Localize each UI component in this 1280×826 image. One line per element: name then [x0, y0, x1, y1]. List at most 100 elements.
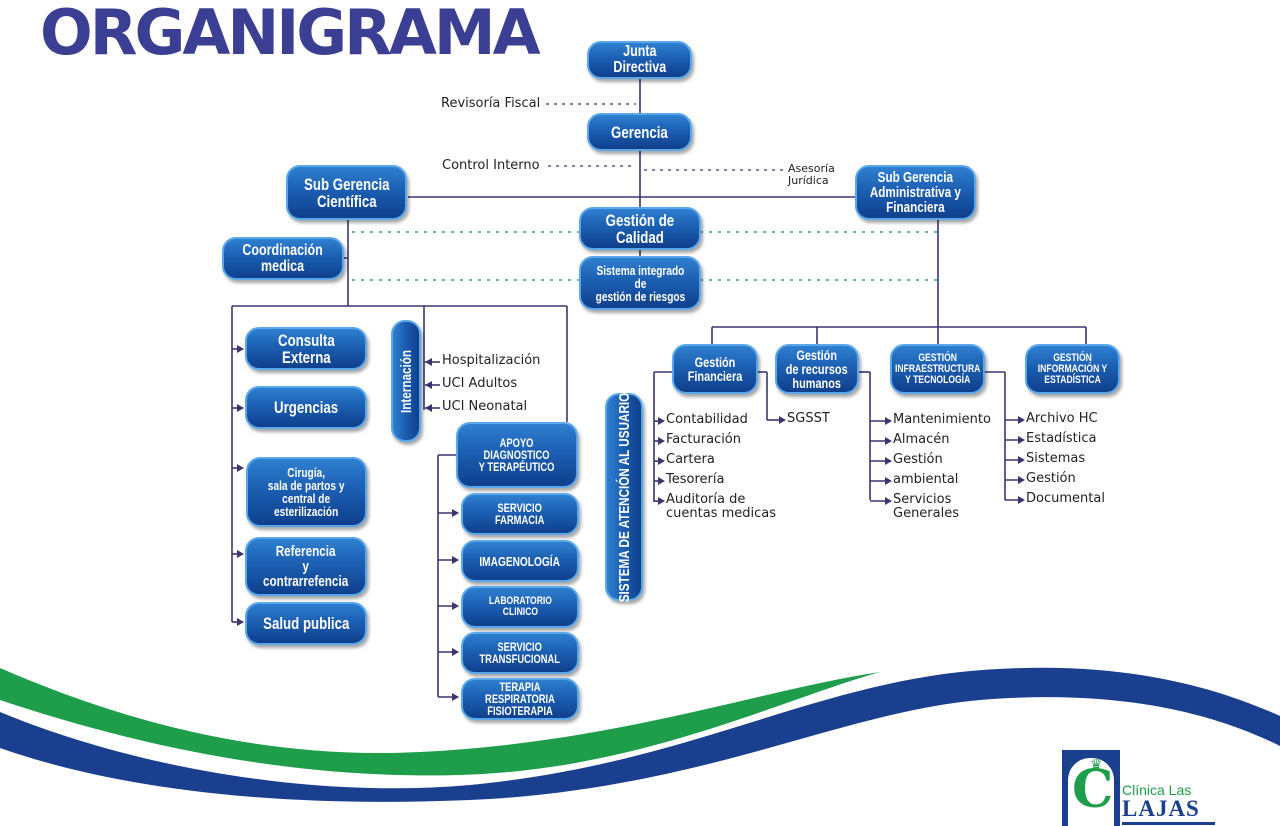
internacion-box[interactable]: Internación: [391, 320, 421, 442]
consulta-externa-box[interactable]: Consulta Externa: [245, 327, 367, 370]
green-wave: [0, 668, 880, 776]
arrow-right-icon: [658, 497, 665, 505]
arrow-right-icon: [237, 464, 244, 472]
coordinacion-medica-label: Coordinación medica: [242, 241, 324, 275]
arrow-right-icon: [885, 457, 892, 465]
arrow-right-icon: [885, 477, 892, 485]
infraestructura-item: Almacén: [893, 432, 950, 447]
cirugia-label: Cirugía, sala de partos y central de est…: [268, 465, 345, 519]
urgencias-label: Urgencias: [273, 398, 339, 417]
apoyo-diagnostico-label: APOYO DIAGNOSTICO Y TERAPÉUTICO: [479, 436, 555, 474]
financiera-item: Facturación: [666, 432, 741, 447]
arrow-right-icon: [452, 556, 459, 564]
internacion-label: Internación: [397, 349, 415, 413]
infraestructura-item: Servicios Generales: [893, 492, 960, 521]
referencia-box[interactable]: Referencia y contrarrefencia: [245, 537, 367, 596]
page-title: ORGANIGRAMA: [40, 0, 541, 69]
informacion-item: Archivo HC: [1026, 411, 1098, 426]
gestion-financiera-label: Gestión Financiera: [687, 354, 743, 384]
arrow-right-icon: [1018, 476, 1025, 484]
arrow-right-icon: [658, 437, 665, 445]
salud-publica-label: Salud publica: [262, 614, 350, 633]
gestion-recursos-humanos-label: Gestión de recursos humanos: [786, 347, 848, 391]
arrow-right-icon: [658, 477, 665, 485]
informacion-item: Estadística: [1026, 431, 1097, 446]
arrow-right-icon: [237, 404, 244, 412]
laboratorio-clinico-label: LABORATORIO CLINICO: [488, 595, 552, 618]
sistema-riesgos-box[interactable]: Sistema integrado de gestión de riesgos: [579, 256, 701, 310]
arrow-right-icon: [885, 417, 892, 425]
servicio-transfusional-box[interactable]: SERVICIO TRANSFUCIONAL: [461, 632, 579, 674]
arrow-right-icon: [1018, 436, 1025, 444]
arrow-right-icon: [452, 602, 459, 610]
financiera-item: Tesorería: [666, 472, 725, 487]
arrow-right-icon: [452, 509, 459, 517]
salud-publica-box[interactable]: Salud publica: [245, 602, 367, 645]
gestion-financiera-box[interactable]: Gestión Financiera: [672, 344, 758, 394]
arrow-right-icon: [237, 618, 244, 626]
gestion-calidad-box[interactable]: Gestión de Calidad: [579, 207, 701, 250]
gestion-infraestructura-label: GESTIÓN INFRAESTRUCTURA Y TECNOLOGÍA: [894, 351, 981, 386]
infraestructura-item: ambiental: [893, 472, 959, 487]
rrhh-item: SGSST: [787, 411, 830, 426]
apoyo-diagnostico-box[interactable]: APOYO DIAGNOSTICO Y TERAPÉUTICO: [456, 422, 578, 488]
urgencias-box[interactable]: Urgencias: [245, 386, 367, 429]
arrow-right-icon: [237, 345, 244, 353]
servicio-farmacia-box[interactable]: SERVICIO FARMACIA: [461, 493, 579, 535]
arrow-right-icon: [452, 648, 459, 656]
gerencia-box[interactable]: Gerencia: [587, 113, 692, 151]
financiera-item: Auditoría de cuentas medicas: [666, 492, 777, 521]
internacion-item: Hospitalización: [442, 353, 541, 368]
arrow-right-icon: [658, 457, 665, 465]
cirugia-box[interactable]: Cirugía, sala de partos y central de est…: [246, 457, 367, 527]
sub-gerencia-cientifica-box[interactable]: Sub Gerencia Científica: [286, 165, 407, 220]
internacion-item: UCI Neonatal: [442, 399, 528, 414]
logo-underline: [1122, 822, 1215, 825]
gestion-informacion-box[interactable]: GESTIÓN INFORMACIÓN Y ESTADÍSTICA: [1025, 344, 1120, 394]
consulta-externa-label: Consulta Externa: [277, 330, 335, 367]
referencia-label: Referencia y contrarrefencia: [263, 543, 349, 590]
financiera-item: Contabilidad: [666, 412, 748, 427]
junta-directiva-label: Junta Directiva: [613, 43, 666, 76]
sistema-atencion-usuario-box[interactable]: SISTEMA DE ATENCIÓN AL USUARIO: [605, 392, 643, 602]
revisoria-fiscal-label: Revisoría Fiscal: [441, 96, 541, 111]
logo-text-line1: Clínica Las: [1122, 782, 1192, 798]
imagenologia-box[interactable]: IMAGENOLOGÍA: [461, 540, 579, 582]
coordinacion-medica-box[interactable]: Coordinación medica: [222, 237, 344, 280]
arrow-right-icon: [779, 416, 786, 424]
crown-icon: ♛: [1090, 756, 1103, 772]
sub-gerencia-administrativa-box[interactable]: Sub Gerencia Administrativa y Financiera: [855, 165, 976, 220]
servicio-transfusional-label: SERVICIO TRANSFUCIONAL: [479, 640, 561, 666]
arrow-right-icon: [1018, 416, 1025, 424]
infraestructura-item: Gestión: [893, 452, 943, 467]
control-interno-label: Control Interno: [442, 158, 540, 173]
sub-gerencia-cientifica-label: Sub Gerencia Científica: [303, 174, 390, 211]
financiera-item: Cartera: [666, 452, 715, 467]
terapia-respiratoria-label: TERAPIA RESPIRATORIA FISIOTERAPIA: [485, 680, 555, 718]
gestion-informacion-label: GESTIÓN INFORMACIÓN Y ESTADÍSTICA: [1037, 351, 1108, 386]
arrow-right-icon: [658, 417, 665, 425]
junta-directiva-box[interactable]: Junta Directiva: [587, 41, 692, 79]
informacion-item: Sistemas: [1026, 451, 1086, 466]
blue-wave: [0, 667, 1280, 802]
informacion-item: Documental: [1026, 491, 1105, 506]
gerencia-label: Gerencia: [611, 122, 668, 142]
sistema-atencion-usuario-label: SISTEMA DE ATENCIÓN AL USUARIO: [615, 392, 633, 602]
arrow-right-icon: [452, 693, 459, 701]
laboratorio-clinico-box[interactable]: LABORATORIO CLINICO: [461, 586, 579, 628]
terapia-respiratoria-box[interactable]: TERAPIA RESPIRATORIA FISIOTERAPIA: [461, 678, 579, 720]
internacion-item: UCI Adultos: [442, 376, 518, 391]
informacion-item: Gestión: [1026, 471, 1076, 486]
arrow-right-icon: [237, 550, 244, 558]
sub-gerencia-administrativa-label: Sub Gerencia Administrativa y Financiera: [869, 169, 962, 216]
infraestructura-item: Mantenimiento: [893, 412, 991, 427]
asesoria-juridica-label: Asesoría Jurídica: [788, 162, 835, 187]
gestion-recursos-humanos-box[interactable]: Gestión de recursos humanos: [775, 344, 859, 394]
arrow-right-icon: [1018, 496, 1025, 504]
gestion-infraestructura-box[interactable]: GESTIÓN INFRAESTRUCTURA Y TECNOLOGÍA: [890, 344, 985, 394]
arrow-right-icon: [885, 497, 892, 505]
sistema-riesgos-label: Sistema integrado de gestión de riesgos: [595, 262, 685, 304]
imagenologia-label: IMAGENOLOGÍA: [479, 553, 561, 569]
